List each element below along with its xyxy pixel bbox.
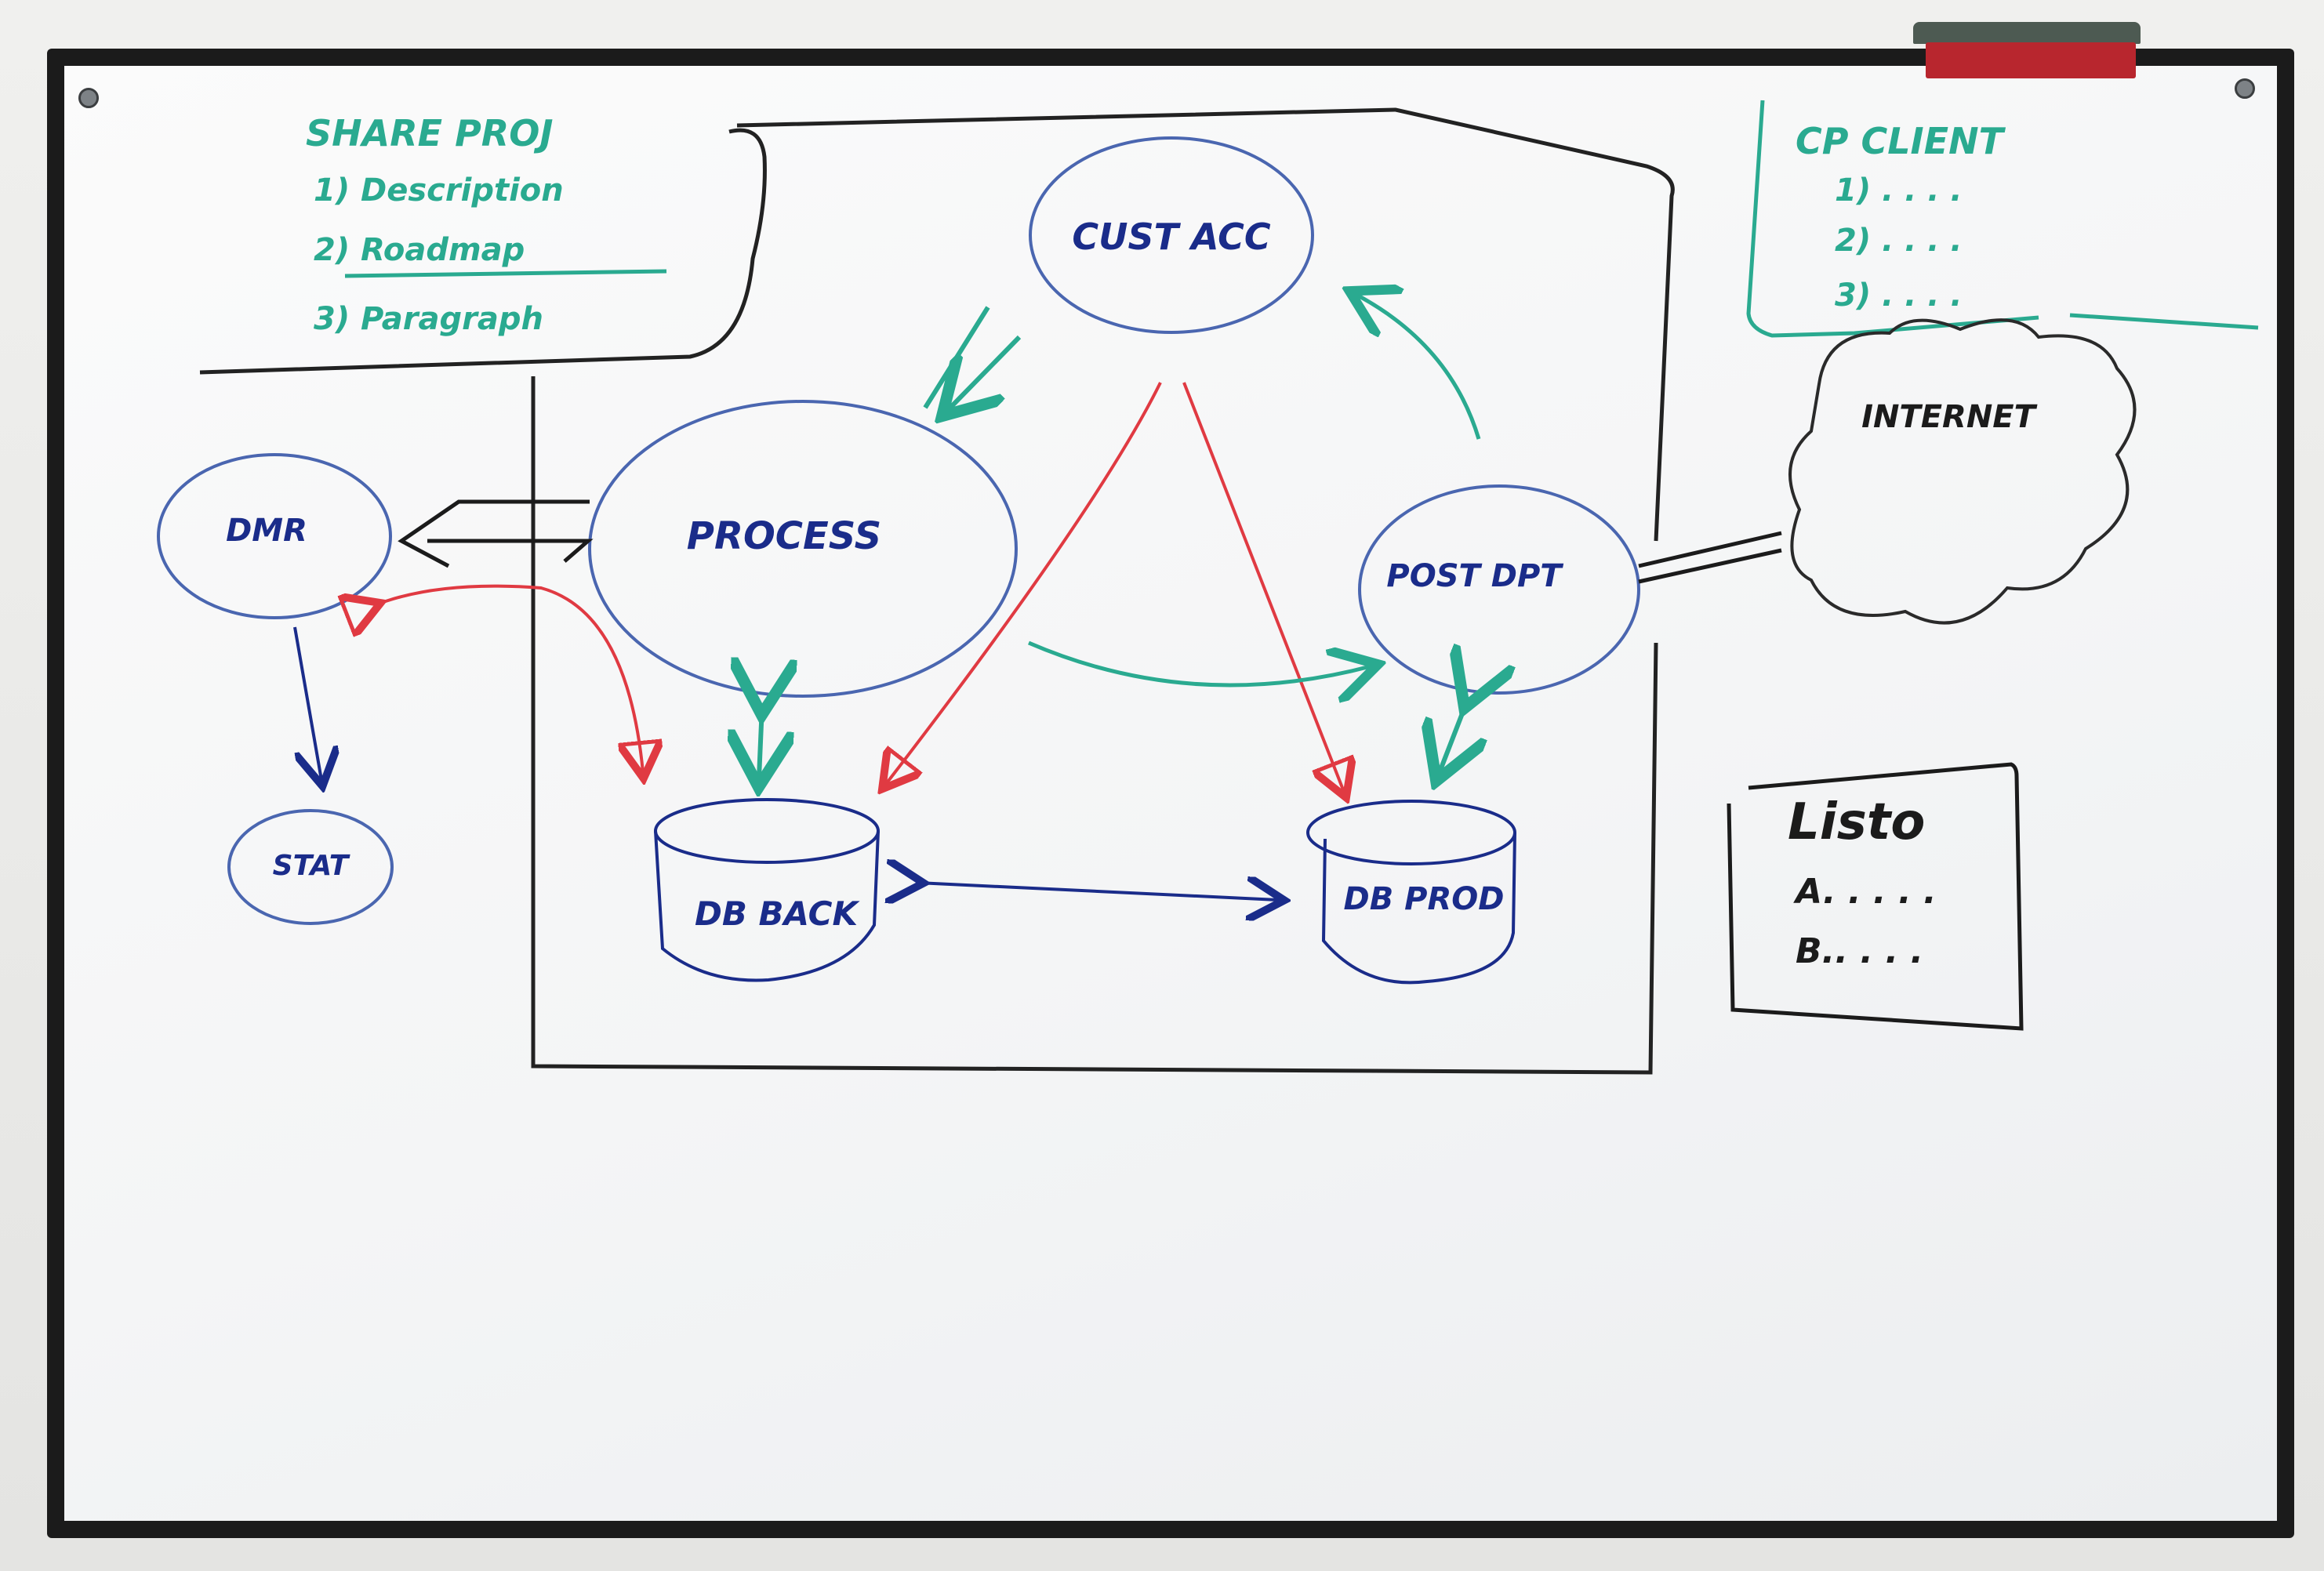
internet-cloud: INTERNET (1788, 318, 2137, 625)
node-stat-label: STAT (273, 850, 350, 882)
node-cust-acc: CUST ACC (1029, 136, 1314, 334)
postdpt-internet-link (1638, 531, 1782, 584)
note-top-left-item-1: 1) Description (314, 172, 564, 209)
note-top-left: SHARE PROJ 1) Description 2) Roadmap 3) … (306, 112, 667, 337)
node-stat: STAT (227, 809, 394, 925)
note-top-left-item-2: 2) Roadmap (314, 232, 525, 268)
process-dbback-green-arrow (759, 706, 762, 778)
note-top-left-title: SHARE PROJ (306, 112, 553, 154)
dmr-process-double-arrow (398, 499, 594, 568)
node-dmr: DMR (157, 453, 392, 619)
lists-box-item-b: B.. . . . (1796, 931, 1923, 971)
pin-top-right-icon (2235, 78, 2255, 99)
db-back-label: DB BACK (695, 894, 861, 933)
db-prod-label: DB PROD (1344, 881, 1505, 917)
node-cust-acc-label: CUST ACC (1072, 216, 1271, 258)
note-top-right-item-1: 1) . . . . (1835, 172, 1963, 209)
note-bracket-top-left (199, 128, 767, 375)
process-postdpt-green-arrow (1028, 640, 1371, 685)
note-bracket-top-right (1746, 100, 2259, 338)
node-post-dpt-label: POST DPT (1386, 558, 1563, 594)
lists-box: Listo A. . . . . B.. . . . (1727, 762, 2024, 1031)
db-back-cylinder: DB BACK (654, 798, 880, 982)
node-post-dpt: POST DPT (1358, 484, 1640, 695)
lists-box-item-a: A. . . . . (1793, 872, 1937, 912)
pin-top-left-icon (78, 88, 99, 108)
db-prod-cylinder: DB PROD (1306, 800, 1516, 985)
node-process: PROCESS (588, 400, 1018, 698)
note-top-left-underline (344, 269, 667, 278)
dmr-to-stat-arrow (293, 626, 321, 780)
note-top-right: CP CLIENT 1) . . . . 2) . . . . 3) . . .… (1796, 120, 2006, 314)
postdpt-dbprod-green-arrow (1440, 699, 1468, 772)
whiteboard-surface (64, 66, 2277, 1521)
note-top-right-item-3: 3) . . . . (1835, 278, 1963, 314)
dbback-dbprod-blue-arrow (917, 883, 1278, 900)
dmr-dbback-red-arrow (375, 584, 643, 772)
eraser-felt (1913, 22, 2141, 44)
custacc-dbprod-red-arrow (1182, 382, 1344, 792)
whiteboard-eraser (1913, 22, 2141, 80)
node-dmr-label: DMR (226, 513, 307, 549)
node-process-label: PROCESS (687, 514, 881, 558)
custacc-dbback-red-arrow (886, 382, 1162, 784)
note-top-left-item-3: 3) Paragraph (314, 301, 543, 337)
postdpt-custacc-green-arrow (1356, 295, 1481, 440)
internet-label: INTERNET (1861, 399, 2038, 435)
process-custacc-green-arrows (925, 306, 1022, 409)
note-top-right-item-2: 2) . . . . (1835, 223, 1963, 259)
lists-box-title: Listo (1788, 793, 1925, 851)
eraser-body (1926, 42, 2136, 78)
note-top-right-title: CP CLIENT (1796, 120, 2006, 162)
